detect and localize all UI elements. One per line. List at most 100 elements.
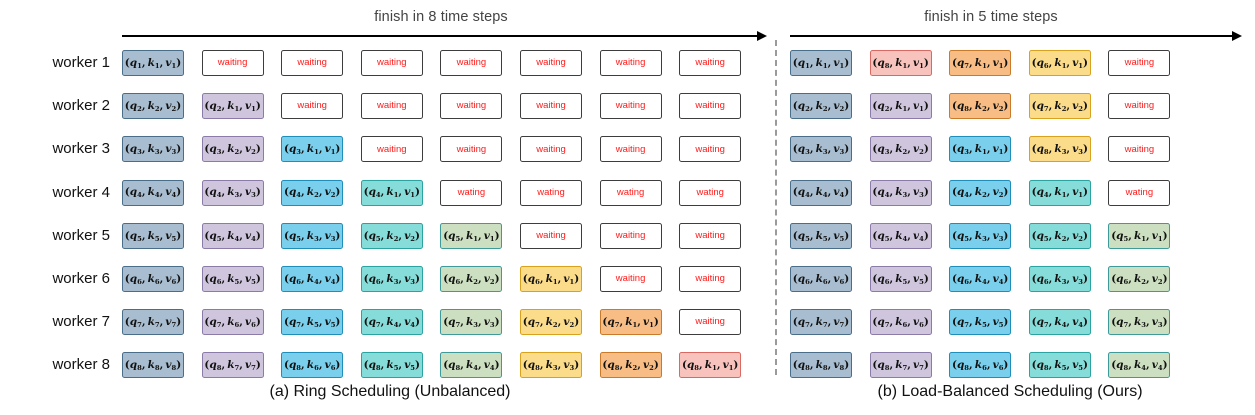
cell-ring-w6-t2-tuple: (q6, k5, v5) xyxy=(201,266,264,292)
waiting-text: wating xyxy=(616,186,645,198)
cell-ring-w1-t4-waiting: waiting xyxy=(360,50,423,76)
cell-ring-w7-t7-tuple: (q7, k1, v1) xyxy=(599,309,662,336)
waiting-text: waiting xyxy=(456,143,487,155)
worker-label-7: worker 7 xyxy=(52,313,110,331)
time-axis-arrow-panel-b xyxy=(790,31,1242,41)
qkv-tuple: (q7, k6, v6) xyxy=(872,315,929,329)
qkv-tuple: (q3, k3, v3) xyxy=(792,143,850,157)
cell-load-balanced-w1-t1-tuple: (q1, k1, v1) xyxy=(790,50,852,76)
qkv-tuple: (q8, k5, v5) xyxy=(363,359,420,373)
cell-ring-w8-t7-tuple: (q8, k2, v2) xyxy=(599,352,662,379)
cell-ring-w5-t1-tuple: (q5, k5, v5) xyxy=(122,222,184,249)
qkv-tuple: (q7, k2, v2) xyxy=(1031,99,1088,113)
cell-ring-w7-t6-tuple: (q7, k2, v2) xyxy=(520,309,582,336)
qkv-tuple: (q5, k1, v1) xyxy=(1111,229,1168,243)
cell-ring-w1-t5-waiting: waiting xyxy=(440,50,503,76)
waiting-text: waiting xyxy=(615,143,646,155)
waiting-text: waiting xyxy=(615,273,646,285)
arrow-shaft xyxy=(790,35,1233,37)
cell-ring-w7-t2-tuple: (q7, k6, v6) xyxy=(201,309,264,336)
waiting-text: waiting xyxy=(615,57,646,69)
qkv-tuple: (q2, k1, v1) xyxy=(872,99,929,113)
cell-ring-w4-t2-tuple: (q4, k3, v3) xyxy=(201,179,264,206)
cell-ring-w4-t7-waiting: wating xyxy=(599,179,662,206)
qkv-tuple: (q4, k3, v3) xyxy=(204,186,261,200)
cell-ring-w1-t2-waiting: waiting xyxy=(201,50,264,76)
cell-ring-w3-t8-waiting: waiting xyxy=(679,136,742,163)
cell-load-balanced-w4-t1-tuple: (q4, k4, v4) xyxy=(790,179,852,206)
qkv-tuple: (q5, k4, v4) xyxy=(204,229,261,243)
cell-ring-w5-t8-waiting: waiting xyxy=(679,222,742,249)
qkv-tuple: (q7, k7, v7) xyxy=(792,315,850,329)
worker-label-8: worker 8 xyxy=(52,356,110,374)
qkv-tuple: (q3, k1, v1) xyxy=(283,143,341,157)
cell-ring-w8-t6-tuple: (q8, k3, v3) xyxy=(520,352,582,379)
cell-ring-w6-t4-tuple: (q6, k3, v3) xyxy=(360,266,423,292)
qkv-tuple: (q3, k1, v1) xyxy=(951,143,1009,157)
qkv-tuple: (q7, k4, v4) xyxy=(363,315,420,329)
cell-load-balanced-w6-t3-tuple: (q6, k4, v4) xyxy=(949,266,1012,292)
qkv-tuple: (q5, k4, v4) xyxy=(872,229,929,243)
cell-ring-w1-t7-waiting: waiting xyxy=(599,50,662,76)
cell-load-balanced-w7-t1-tuple: (q7, k7, v7) xyxy=(790,309,852,336)
qkv-tuple: (q8, k2, v2) xyxy=(951,99,1009,113)
cell-ring-w2-t2-tuple: (q2, k1, v1) xyxy=(201,93,264,120)
waiting-text: waiting xyxy=(1124,143,1155,155)
cell-load-balanced-w3-t5-waiting: waiting xyxy=(1108,136,1171,163)
worker-label-6: worker 6 xyxy=(52,270,110,287)
cell-ring-w8-t8-tuple: (q8, k1, v1) xyxy=(679,352,742,379)
qkv-tuple: (q8, k6, v6) xyxy=(951,359,1009,373)
qkv-tuple: (q8, k8, v8) xyxy=(124,359,182,373)
cell-ring-w8-t3-tuple: (q8, k6, v6) xyxy=(281,352,344,379)
cell-ring-w1-t3-waiting: waiting xyxy=(281,50,344,76)
cell-ring-w5-t6-waiting: waiting xyxy=(520,222,582,249)
qkv-tuple: (q4, k4, v4) xyxy=(792,186,850,200)
panel-b-caption: (b) Load-Balanced Scheduling (Ours) xyxy=(877,383,1143,400)
qkv-tuple: (q2, k2, v2) xyxy=(124,99,182,113)
qkv-tuple: (q4, k2, v2) xyxy=(951,186,1009,200)
cell-ring-w1-t8-waiting: waiting xyxy=(679,50,742,76)
qkv-tuple: (q7, k7, v7) xyxy=(124,315,182,329)
cell-ring-w6-t3-tuple: (q6, k4, v4) xyxy=(281,266,344,292)
cell-ring-w2-t6-waiting: waiting xyxy=(520,93,582,120)
cell-load-balanced-w2-t4-tuple: (q7, k2, v2) xyxy=(1028,93,1091,120)
waiting-text: waiting xyxy=(456,57,487,69)
qkv-tuple: (q5, k3, v3) xyxy=(951,229,1009,243)
qkv-tuple: (q6, k2, v2) xyxy=(443,272,500,286)
cell-ring-w1-t1-tuple: (q1, k1, v1) xyxy=(122,50,184,76)
arrow-shaft xyxy=(122,35,758,37)
worker-label-1: worker 1 xyxy=(52,54,110,71)
cell-load-balanced-w4-t2-tuple: (q4, k3, v3) xyxy=(869,179,932,206)
qkv-tuple: (q5, k1, v1) xyxy=(443,229,500,243)
cell-load-balanced-w2-t2-tuple: (q2, k1, v1) xyxy=(869,93,932,120)
cell-load-balanced-w6-t4-tuple: (q6, k3, v3) xyxy=(1028,266,1091,292)
cell-ring-w6-t5-tuple: (q6, k2, v2) xyxy=(440,266,503,292)
qkv-tuple: (q5, k2, v2) xyxy=(1031,229,1088,243)
cell-load-balanced-w4-t3-tuple: (q4, k2, v2) xyxy=(949,179,1012,206)
cell-load-balanced-w3-t1-tuple: (q3, k3, v3) xyxy=(790,136,852,163)
cell-ring-w4-t6-waiting: wating xyxy=(520,179,582,206)
qkv-tuple: (q2, k1, v1) xyxy=(204,99,261,113)
cell-ring-w4-t5-waiting: wating xyxy=(440,179,503,206)
cell-load-balanced-w6-t5-tuple: (q6, k2, v2) xyxy=(1108,266,1171,292)
cell-load-balanced-w1-t4-tuple: (q6, k1, v1) xyxy=(1028,50,1091,76)
panel-a-header: finish in 8 time steps xyxy=(374,9,508,25)
cell-load-balanced-w8-t3-tuple: (q8, k6, v6) xyxy=(949,352,1012,379)
cell-load-balanced-w2-t5-waiting: waiting xyxy=(1108,93,1171,120)
cell-ring-w6-t1-tuple: (q6, k6, v6) xyxy=(122,266,184,292)
qkv-tuple: (q6, k3, v3) xyxy=(1031,272,1088,286)
qkv-tuple: (q8, k1, v1) xyxy=(681,359,739,373)
cell-load-balanced-w8-t2-tuple: (q8, k7, v7) xyxy=(869,352,932,379)
cell-load-balanced-w4-t5-waiting: wating xyxy=(1108,179,1171,206)
cell-ring-w5-t2-tuple: (q5, k4, v4) xyxy=(201,222,264,249)
qkv-tuple: (q6, k4, v4) xyxy=(283,272,341,286)
qkv-tuple: (q6, k4, v4) xyxy=(951,272,1009,286)
cell-ring-w3-t5-waiting: waiting xyxy=(440,136,503,163)
waiting-text: waiting xyxy=(217,57,248,69)
qkv-tuple: (q6, k3, v3) xyxy=(363,272,420,286)
cell-load-balanced-w5-t5-tuple: (q5, k1, v1) xyxy=(1108,222,1171,249)
cell-ring-w7-t3-tuple: (q7, k5, v5) xyxy=(281,309,344,336)
waiting-text: wating xyxy=(1125,186,1154,198)
waiting-text: waiting xyxy=(536,143,566,155)
